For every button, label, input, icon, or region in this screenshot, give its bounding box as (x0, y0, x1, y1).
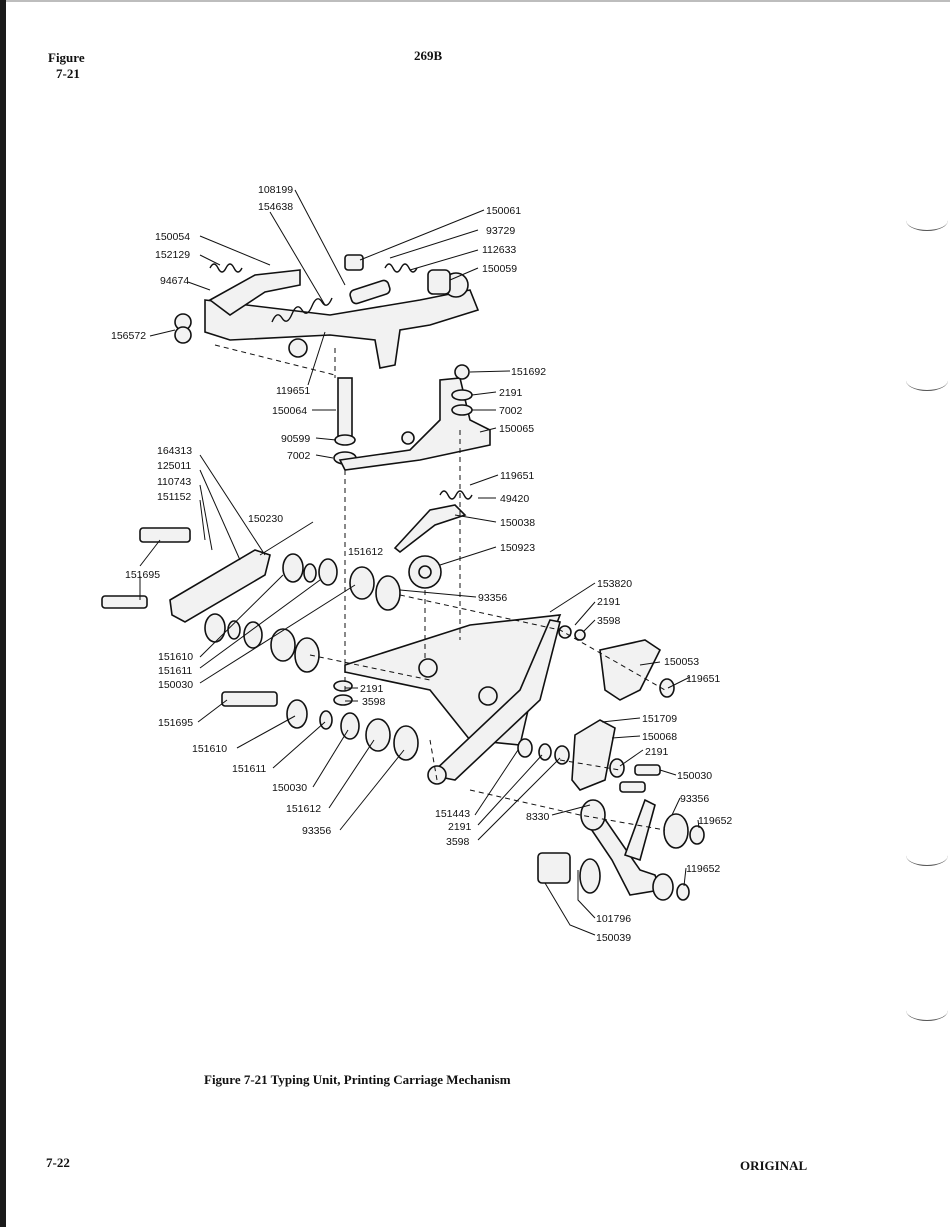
spring-150054 (209, 263, 243, 273)
part-label: 119652 (698, 815, 732, 827)
part-label: 152129 (155, 249, 190, 261)
part-label: 3598 (446, 836, 470, 848)
part-label: 150030 (272, 782, 307, 794)
part-label: 7002 (287, 450, 311, 462)
gear-93356-c (663, 813, 689, 849)
link-150230 (169, 549, 271, 623)
roller-150061 (349, 279, 391, 305)
part-label: 151611 (158, 665, 192, 677)
figure-caption: Figure 7-21 Typing Unit, Printing Carria… (204, 1072, 511, 1087)
part-label: 151610 (158, 651, 193, 663)
part-label: 93729 (486, 225, 515, 237)
part-label: 150039 (596, 932, 631, 944)
part-label: 125011 (157, 460, 191, 472)
part-label: 2191 (499, 387, 523, 399)
figure-label-word: Figure (48, 50, 85, 65)
part-label: 119652 (686, 863, 720, 875)
binder-hole-mark (906, 370, 948, 391)
part-label: 151695 (158, 717, 193, 729)
part-label: 101796 (596, 913, 631, 925)
frame-roller (288, 338, 308, 358)
part-label: 150061 (486, 205, 521, 217)
spring-49420 (439, 490, 473, 500)
leader-lines (139, 189, 700, 936)
bolt-151695-b (101, 595, 148, 609)
part-label: 119651 (686, 673, 720, 685)
part-label: 151692 (511, 366, 546, 378)
part-label: 108199 (258, 184, 293, 196)
part-label: 110743 (157, 476, 191, 488)
part-label: 93356 (680, 793, 709, 805)
part-label: 150059 (482, 263, 517, 275)
part-label: 156572 (111, 330, 146, 342)
binder-hole-mark (906, 1000, 948, 1021)
part-label: 150030 (158, 679, 193, 691)
part-label: 151152 (157, 491, 191, 503)
part-label: 151695 (125, 569, 160, 581)
alignment-lines (214, 344, 666, 831)
part-label: 150030 (677, 770, 712, 782)
part-label: 150054 (155, 231, 190, 243)
part-label: 119651 (500, 470, 534, 482)
part-label: 94674 (160, 275, 189, 287)
part-label: 2191 (448, 821, 472, 833)
part-label: 150923 (500, 542, 535, 554)
figure-label: Figure 7-21 (48, 50, 85, 82)
gear-stack-upper (204, 553, 401, 673)
part-label: 150053 (664, 656, 699, 668)
part-label: 164313 (157, 445, 192, 457)
part-label: 2191 (360, 683, 384, 695)
shaft-150064 (337, 377, 353, 437)
bracket-151709 (571, 719, 616, 791)
block-101796 (537, 852, 571, 884)
part-label: 151709 (642, 713, 677, 725)
spring-154638 (271, 297, 333, 323)
part-label: 150064 (272, 405, 307, 417)
lever-150038 (393, 504, 467, 554)
part-label: 151612 (286, 803, 321, 815)
part-label: 2191 (645, 746, 669, 758)
spring-93729 (384, 263, 418, 273)
part-label: 150065 (499, 423, 534, 435)
binder-hole-mark (906, 845, 948, 866)
part-label: 49420 (500, 493, 529, 505)
part-label: 119651 (276, 385, 310, 397)
part-label: 150038 (500, 517, 535, 529)
part-label: 8330 (526, 811, 550, 823)
part-label: 2191 (597, 596, 621, 608)
part-label: 154638 (258, 201, 293, 213)
part-label: 93356 (478, 592, 507, 604)
part-label: 151611 (232, 763, 266, 775)
bolt-151695-a (139, 527, 191, 543)
part-label: 90599 (281, 433, 310, 445)
page-code: 269B (414, 48, 443, 63)
part-label: 151610 (192, 743, 227, 755)
part-label: 151443 (435, 808, 470, 820)
part-label: 3598 (362, 696, 386, 708)
bracket-150065 (338, 377, 491, 471)
part-label: 7002 (499, 405, 523, 417)
carriage-frame-top (174, 254, 480, 369)
gear-stack-lower (221, 691, 419, 761)
part-label: 150230 (248, 513, 283, 525)
part-label: 93356 (302, 825, 331, 837)
part-label: 112633 (482, 244, 516, 256)
page-number: 7-22 (46, 1155, 70, 1170)
figure-label-number: 7-21 (56, 66, 80, 81)
part-label: 3598 (597, 615, 621, 627)
part-labels: 108199 154638 150054 152129 94674 156572… (111, 184, 732, 944)
original-mark: ORIGINAL (740, 1158, 808, 1173)
binder-hole-mark (906, 210, 948, 231)
arm-151443 (428, 619, 561, 781)
part-label: 150068 (642, 731, 677, 743)
part-label: 151612 (348, 546, 383, 558)
page-binding-edge (0, 0, 6, 1227)
part-label: 153820 (597, 578, 632, 590)
page-top-edge (0, 0, 950, 2)
